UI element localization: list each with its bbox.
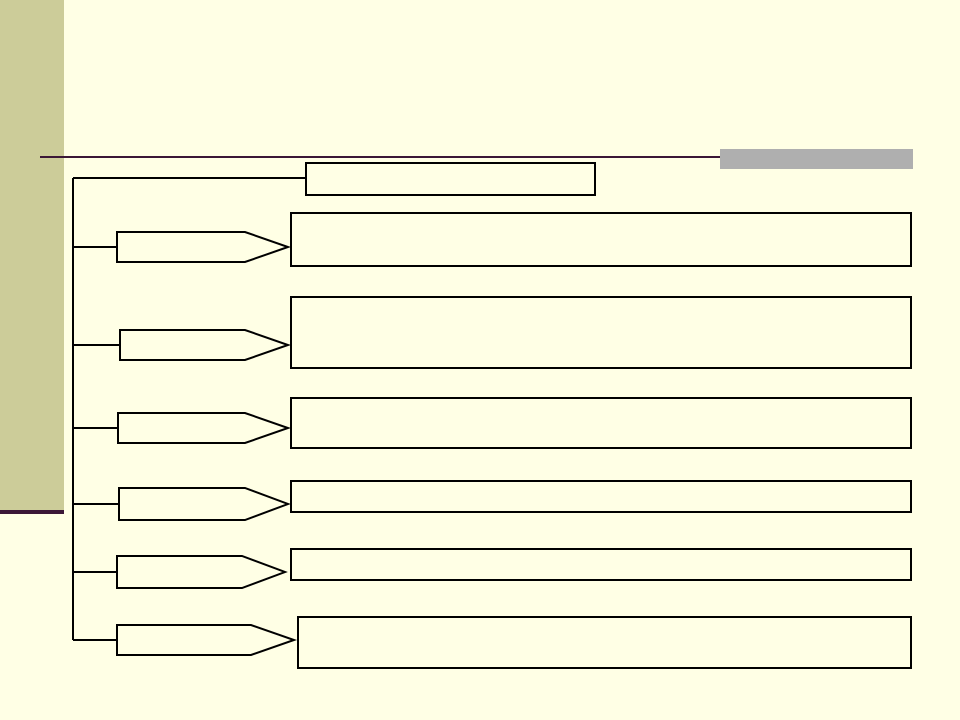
side-band (0, 0, 64, 512)
title-rule (40, 156, 913, 158)
row-label-arrow (117, 412, 292, 444)
rows-group (73, 212, 912, 669)
row-description-box (290, 548, 912, 581)
title-accent-bar (720, 149, 913, 169)
row-label-arrow (116, 231, 292, 263)
row-description-box (290, 296, 912, 369)
row-description-box (290, 397, 912, 449)
row-label-arrow (118, 487, 291, 521)
row-label-arrow (119, 329, 292, 361)
root-box (305, 162, 596, 196)
row-description-box (297, 616, 912, 669)
side-band-rule (0, 510, 64, 514)
row-description-box (290, 480, 912, 513)
row-label-arrow (116, 555, 288, 589)
row-label-arrow (116, 624, 298, 656)
row-description-box (290, 212, 912, 267)
